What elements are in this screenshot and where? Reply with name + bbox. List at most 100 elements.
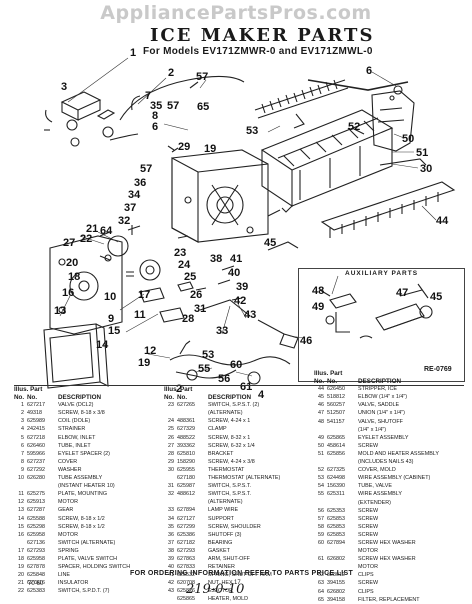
part-number: 620708 <box>177 580 195 587</box>
part-description: SPACER, HOLDING SWITCH <box>58 564 131 571</box>
part-description: PLATE, MOUNTING <box>58 491 108 498</box>
part-description: LINE <box>58 572 70 579</box>
part-description: SCREW <box>358 531 379 538</box>
callout-4: 4 <box>258 389 265 401</box>
illus-number: 25 <box>168 426 174 433</box>
illus-number: 39 <box>168 555 174 562</box>
callout-11: 11 <box>134 309 146 321</box>
callout-22: 22 <box>80 233 92 245</box>
callout-37: 37 <box>124 202 136 214</box>
callout-45b: 45 <box>430 291 442 303</box>
watermark: AppliancePartsPros.com <box>100 2 372 24</box>
callout-5: 6 <box>152 121 158 133</box>
part-number: 627217 <box>27 402 45 409</box>
part-number: 627265 <box>177 402 195 409</box>
illus-number: 9 <box>21 466 24 473</box>
callout-35: 35 <box>150 100 162 112</box>
part-number: 625955 <box>177 466 195 473</box>
part-description: RETAINER <box>208 564 235 571</box>
auxiliary-parts-box <box>298 268 465 382</box>
water-filter <box>359 283 433 339</box>
callout-3: 3 <box>61 81 67 93</box>
illus-number: 58 <box>318 523 324 530</box>
callout-26: 26 <box>190 289 202 301</box>
part-number: 393362 <box>177 442 195 449</box>
illus-number: 36 <box>168 531 174 538</box>
part-description: CLAMP <box>208 426 227 433</box>
illus-number: 8 <box>21 458 24 465</box>
part-number: 625958 <box>27 531 45 538</box>
callout-29: 29 <box>178 141 190 153</box>
handwritten-note: 219-0-10 <box>186 582 245 597</box>
control-housing <box>171 149 269 243</box>
callout-51: 51 <box>416 147 428 159</box>
table-row: MOTOR <box>314 547 466 555</box>
part-description: MOTOR <box>358 548 378 555</box>
illus-number: 2 <box>21 410 24 417</box>
illus-number: 10 <box>18 475 24 482</box>
illus-number: 34 <box>168 515 174 522</box>
illus-number: 46 <box>318 402 324 409</box>
part-number: 627136 <box>27 539 45 546</box>
illus-number: 51 <box>318 450 324 457</box>
illus-number: 40 <box>168 564 174 571</box>
callout-1: 1 <box>130 47 136 59</box>
table-row: (INSTANT HEATER 10) <box>14 482 162 490</box>
callout-56: 56 <box>218 373 230 385</box>
illus-number: 49 <box>318 434 324 441</box>
illus-number: 64 <box>318 588 324 595</box>
part-number: 627127 <box>177 515 195 522</box>
table-row: (EXTENDER) <box>314 499 466 507</box>
table-row: (INCLUDES NAILS 43) <box>314 458 466 466</box>
part-number: 625383 <box>27 588 45 595</box>
part-number: 627816 <box>27 580 45 587</box>
illus-number: 1 <box>21 402 24 409</box>
callout-46: 46 <box>300 335 312 347</box>
page-code: 70-60 <box>28 581 44 587</box>
part-description: MOTOR <box>58 499 78 506</box>
part-description: MOTOR <box>358 564 378 571</box>
callout-55b: 55 <box>198 363 210 375</box>
callout-50: 50 <box>402 133 414 145</box>
col2-header: Illus. Part No.No.DESCRIPTION <box>164 386 252 401</box>
part-number: 627292 <box>27 466 45 473</box>
part-description: SCREW HEX WASHER <box>358 539 416 546</box>
reference-code: RE-0769 <box>424 366 452 373</box>
part-description: VALVE (DCL2) <box>58 402 94 409</box>
illus-number: 53 <box>318 475 324 482</box>
part-description: ELBOW (1/4" x 1/4") <box>358 394 408 401</box>
part-description: SCREW, 6-32 x 1/4 <box>208 442 255 449</box>
part-number: 626460 <box>27 442 45 449</box>
part-number: 488612 <box>177 491 195 498</box>
callout-7: 7 <box>145 90 151 102</box>
part-description: EYELET ASSEMBLY <box>358 434 409 441</box>
callout-labels: 1 2 3 57 7 35 8 6 65 57 6 53 52 50 51 30… <box>54 47 449 401</box>
part-number: 624498 <box>327 475 345 482</box>
part-number: 625853 <box>327 523 345 530</box>
part-description: WASHER <box>58 466 82 473</box>
part-number: 625853 <box>327 515 345 522</box>
part-number: 627894 <box>177 507 195 514</box>
front-cover <box>43 323 109 389</box>
part-description: VALVE, SHUTOFF <box>358 418 403 425</box>
illus-number: 13 <box>18 507 24 514</box>
part-description: SWITCH, S.P.S.T. <box>208 491 252 498</box>
part-description: COIL (DOLE) <box>58 418 91 425</box>
part-description: COVER, MOLD <box>358 467 396 474</box>
